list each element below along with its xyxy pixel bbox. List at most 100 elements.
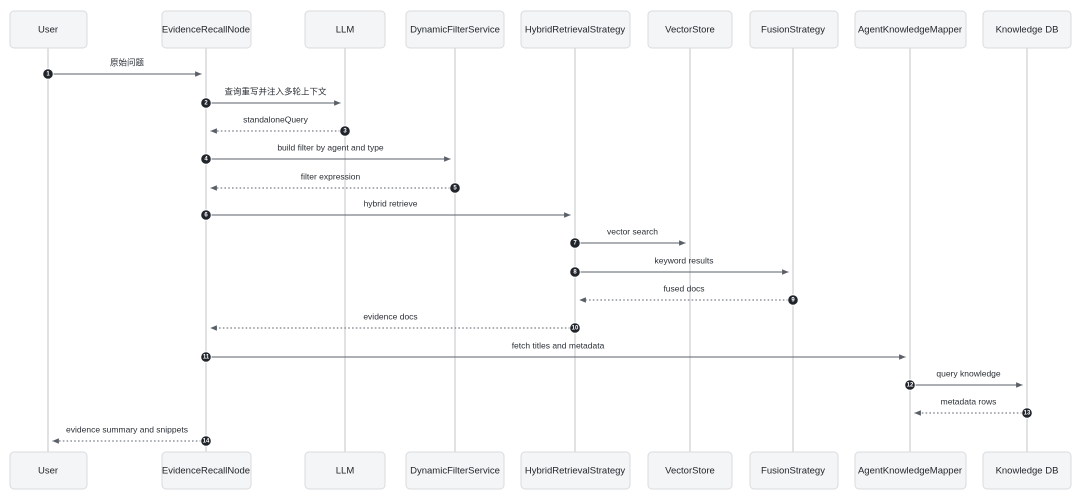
participant-label-node: EvidenceRecallNode bbox=[162, 466, 250, 477]
message-label-2: 查询重写并注入多轮上下文 bbox=[224, 86, 327, 96]
sequence-badge-number: 9 bbox=[791, 297, 795, 303]
message-2[interactable]: 查询重写并注入多轮上下文 bbox=[207, 86, 341, 106]
lifelines-layer bbox=[47, 48, 1028, 452]
sequence-badge-12: 12 bbox=[904, 379, 916, 391]
participant-box-rect bbox=[982, 451, 1072, 490]
participant-label-filter: DynamicFilterService bbox=[410, 466, 500, 477]
sequence-badge-11: 11 bbox=[200, 351, 212, 363]
sequence-badge-circle bbox=[200, 209, 212, 221]
participant-label-filter: DynamicFilterService bbox=[410, 25, 500, 36]
sequence-badge-number: 14 bbox=[203, 438, 210, 444]
participant-label-mapper: AgentKnowledgeMapper bbox=[858, 25, 962, 36]
sequence-badge-circle bbox=[569, 266, 581, 278]
sequence-badge-13: 13 bbox=[1021, 407, 1033, 419]
sequence-badge-circle bbox=[1021, 407, 1033, 419]
participant-box-rect bbox=[854, 451, 967, 490]
message-13[interactable]: metadata rows bbox=[914, 396, 1027, 416]
message-label-3: standaloneQuery bbox=[243, 114, 308, 124]
message-label-1: 原始问题 bbox=[110, 57, 145, 67]
message-9[interactable]: fused docs bbox=[579, 283, 793, 303]
participant-box-rect bbox=[304, 451, 386, 490]
participant-box-rect bbox=[405, 451, 505, 490]
participant-box-rect bbox=[520, 451, 631, 490]
message-label-9: fused docs bbox=[663, 283, 704, 293]
sequence-badge-3: 3 bbox=[339, 125, 351, 137]
message-12[interactable]: query knowledge bbox=[911, 368, 1023, 388]
participant-label-kdb: Knowledge DB bbox=[996, 25, 1059, 36]
message-label-4: build filter by agent and type bbox=[277, 142, 384, 152]
participant-box-rect bbox=[9, 451, 88, 490]
message-label-10: evidence docs bbox=[363, 311, 417, 321]
sequence-badge-2: 2 bbox=[200, 97, 212, 109]
message-label-8: keyword results bbox=[654, 255, 713, 265]
participant-label-llm: LLM bbox=[336, 466, 355, 477]
sequence-badge-number: 5 bbox=[453, 185, 457, 191]
message-label-11: fetch titles and metadata bbox=[512, 340, 605, 350]
participant-box-rect bbox=[9, 10, 88, 49]
participant-box-filter-top[interactable]: DynamicFilterService bbox=[405, 10, 505, 49]
participant-box-kdb-top[interactable]: Knowledge DB bbox=[982, 10, 1072, 49]
message-5[interactable]: filter expression bbox=[210, 171, 455, 191]
participant-box-hybrid-top[interactable]: HybridRetrievalStrategy bbox=[520, 10, 631, 49]
participant-label-fusion: FusionStrategy bbox=[761, 466, 825, 477]
sequence-badge-circle bbox=[569, 322, 581, 334]
sequence-badge-circle bbox=[200, 97, 212, 109]
message-11[interactable]: fetch titles and metadata bbox=[207, 340, 906, 360]
participant-box-node-top[interactable]: EvidenceRecallNode bbox=[161, 10, 252, 49]
message-6[interactable]: hybrid retrieve bbox=[207, 198, 571, 218]
sequence-badge-circle bbox=[200, 351, 212, 363]
participant-label-mapper: AgentKnowledgeMapper bbox=[858, 466, 962, 477]
sequence-badge-8: 8 bbox=[569, 266, 581, 278]
participant-box-llm-top[interactable]: LLM bbox=[304, 10, 386, 49]
participant-box-filter-bottom[interactable]: DynamicFilterService bbox=[405, 451, 505, 490]
participant-box-user-top[interactable]: User bbox=[9, 10, 88, 49]
participant-label-kdb: Knowledge DB bbox=[996, 466, 1059, 477]
sequence-badge-circle bbox=[904, 379, 916, 391]
participant-label-vector: VectorStore bbox=[665, 25, 715, 36]
message-8[interactable]: keyword results bbox=[576, 255, 789, 275]
sequence-badge-circle bbox=[200, 153, 212, 165]
message-label-13: metadata rows bbox=[941, 396, 997, 406]
message-4[interactable]: build filter by agent and type bbox=[207, 142, 451, 162]
participant-box-node-bottom[interactable]: EvidenceRecallNode bbox=[161, 451, 252, 490]
participant-box-rect bbox=[647, 10, 733, 49]
sequence-badge-number: 4 bbox=[204, 156, 208, 162]
message-1[interactable]: 原始问题 bbox=[49, 57, 202, 77]
participant-box-vector-top[interactable]: VectorStore bbox=[647, 10, 733, 49]
sequence-badge-circle bbox=[339, 125, 351, 137]
participant-box-mapper-bottom[interactable]: AgentKnowledgeMapper bbox=[854, 451, 967, 490]
message-3[interactable]: standaloneQuery bbox=[210, 114, 345, 134]
sequence-badge-6: 6 bbox=[200, 209, 212, 221]
sequence-badge-number: 7 bbox=[573, 240, 577, 246]
participant-box-hybrid-bottom[interactable]: HybridRetrievalStrategy bbox=[520, 451, 631, 490]
message-10[interactable]: evidence docs bbox=[210, 311, 575, 331]
participant-box-user-bottom[interactable]: User bbox=[9, 451, 88, 490]
participant-label-user: User bbox=[38, 466, 58, 477]
message-14[interactable]: evidence summary and snippets bbox=[52, 424, 206, 444]
participant-box-fusion-bottom[interactable]: FusionStrategy bbox=[749, 451, 839, 490]
participant-box-fusion-top[interactable]: FusionStrategy bbox=[749, 10, 839, 49]
participant-label-hybrid: HybridRetrievalStrategy bbox=[525, 25, 626, 36]
participant-label-user: User bbox=[38, 25, 58, 36]
sequence-badge-number: 2 bbox=[204, 100, 208, 106]
participant-box-rect bbox=[854, 10, 967, 49]
participant-label-fusion: FusionStrategy bbox=[761, 25, 825, 36]
participant-box-vector-bottom[interactable]: VectorStore bbox=[647, 451, 733, 490]
sequence-badge-circle bbox=[787, 294, 799, 306]
participant-boxes-bottom: User EvidenceRecallNode LLM DynamicFilterSe… bbox=[9, 451, 1072, 490]
participant-box-rect bbox=[405, 10, 505, 49]
participant-box-kdb-bottom[interactable]: Knowledge DB bbox=[982, 451, 1072, 490]
message-label-12: query knowledge bbox=[936, 368, 1001, 378]
participant-label-node: EvidenceRecallNode bbox=[162, 25, 250, 36]
participant-box-mapper-top[interactable]: AgentKnowledgeMapper bbox=[854, 10, 967, 49]
sequence-badge-number: 6 bbox=[204, 212, 208, 218]
participant-box-llm-bottom[interactable]: LLM bbox=[304, 451, 386, 490]
participant-box-rect bbox=[647, 451, 733, 490]
participant-box-rect bbox=[749, 451, 839, 490]
participant-box-rect bbox=[304, 10, 386, 49]
participant-box-rect bbox=[749, 10, 839, 49]
message-7[interactable]: vector search bbox=[576, 226, 686, 246]
message-label-6: hybrid retrieve bbox=[364, 198, 418, 208]
